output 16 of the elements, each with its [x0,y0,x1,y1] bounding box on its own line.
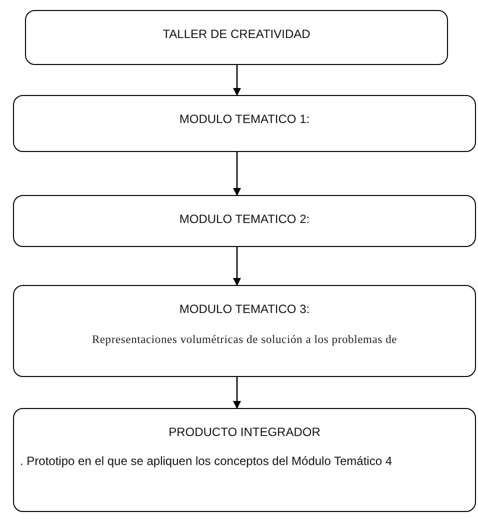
process-box [13,285,476,377]
arrow [233,247,241,286]
process-box [13,195,476,247]
process-box [13,408,476,512]
process-box [25,10,448,65]
process-box [13,95,476,152]
arrow [233,65,241,96]
box-title: PRODUCTO INTEGRADOR [168,424,320,441]
arrow [233,377,241,409]
box-title: MODULO TEMATICO 1: [179,111,310,128]
box-text: Representaciones volumétricas de solución a los problemas de [92,333,398,348]
box-title: MODULO TEMATICO 2: [179,211,310,228]
arrow [233,152,241,196]
box-title: MODULO TEMATICO 3: [179,301,310,318]
box-title: TALLER DE CREATIVIDAD [162,26,310,43]
box-text: . Prototipo en el que se apliquen los conceptos del Módulo Temático 4 [20,453,392,470]
